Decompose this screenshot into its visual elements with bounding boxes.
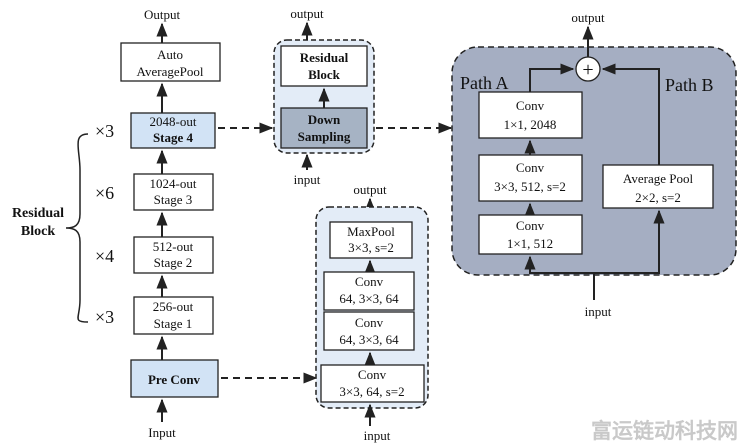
- path-a-label: Path A: [460, 73, 509, 93]
- conv-c-line2: 3×3, 64, s=2: [339, 384, 404, 399]
- residual-block-line2: Block: [308, 67, 341, 82]
- stage4-line1: 2048-out: [150, 114, 197, 129]
- preconv-panel-output: output: [353, 182, 387, 197]
- auto-avgpool-box: Auto AveragePool: [120, 42, 221, 82]
- conv-box-b: Conv 64, 3×3, 64: [323, 311, 415, 351]
- residual-block-box: Residual Block: [280, 45, 368, 87]
- stage1-box: 256-out Stage 1: [133, 296, 214, 335]
- preconv-panel-input: input: [364, 428, 391, 443]
- conv-box-c: Conv 3×3, 64, s=2: [320, 364, 425, 403]
- watermark-text: 富运链动科技网: [591, 419, 738, 443]
- stage4-box: 2048-out Stage 4: [130, 112, 216, 149]
- residual-block-panel: output Residual Block Down Sampling inpu…: [273, 6, 375, 187]
- stage4-line2: Stage 4: [153, 130, 194, 145]
- down-sampling-box: Down Sampling: [280, 107, 368, 149]
- conv-c-line1: Conv: [358, 367, 387, 382]
- multiplier-stage2: ×4: [95, 246, 114, 266]
- maxpool-box: MaxPool 3×3, s=2: [329, 221, 413, 259]
- preconv-box: Pre Conv: [130, 359, 219, 398]
- side-label-line2: Block: [21, 224, 55, 239]
- avg-pool-line2: 2×2, s=2: [635, 190, 681, 205]
- multiplier-stage1: ×3: [95, 307, 114, 327]
- avgpool-line2: AveragePool: [137, 64, 204, 79]
- side-label-line1: Residual: [12, 206, 64, 221]
- stage3-line1: 1024-out: [150, 176, 197, 191]
- avg-pool-line1: Average Pool: [623, 171, 694, 186]
- stage3-line2: Stage 3: [154, 192, 193, 207]
- conv-bot-line1: Conv: [516, 218, 545, 233]
- residual-brace: [65, 133, 89, 323]
- main-output-label: Output: [144, 7, 181, 22]
- stage2-line2: Stage 2: [154, 255, 193, 270]
- stage1-line2: Stage 1: [154, 316, 193, 331]
- maxpool-line1: MaxPool: [347, 224, 395, 239]
- arrow: [529, 63, 575, 92]
- conv-b-line2: 64, 3×3, 64: [339, 332, 399, 347]
- conv-mid-line2: 3×3, 512, s=2: [494, 179, 566, 194]
- multiplier-stage3: ×6: [95, 183, 114, 203]
- preconv-panel: output MaxPool 3×3, s=2 Conv 64, 3×3, 64…: [315, 182, 429, 443]
- arrow: [524, 255, 594, 274]
- plus-node: +: [575, 56, 601, 82]
- stage2-line1: 512-out: [153, 239, 194, 254]
- conv-1x1-512-box: Conv 1×1, 512: [478, 214, 583, 255]
- conv-top-line2: 1×1, 2048: [504, 117, 557, 132]
- ds-panel-input: input: [585, 304, 612, 319]
- conv-a-line1: Conv: [355, 274, 384, 289]
- avgpool-line1: Auto: [157, 47, 183, 62]
- ds-panel-output: output: [571, 10, 605, 25]
- residual-panel-output: output: [290, 6, 324, 21]
- conv-1x1-2048-box: Conv 1×1, 2048: [478, 91, 583, 139]
- down-sampling-panel: output + Path A Path B Conv 1×1, 2048 Co…: [451, 10, 737, 319]
- residual-panel-input: input: [294, 172, 321, 187]
- stage1-line1: 256-out: [153, 299, 194, 314]
- multiplier-stage4: ×3: [95, 121, 114, 141]
- stage3-box: 1024-out Stage 3: [133, 173, 214, 211]
- conv-top-line1: Conv: [516, 98, 545, 113]
- preconv-label: Pre Conv: [148, 372, 201, 387]
- conv-a-line2: 64, 3×3, 64: [339, 291, 399, 306]
- plus-symbol: +: [582, 59, 593, 81]
- main-input-label: Input: [148, 425, 176, 440]
- conv-3x3-512-box: Conv 3×3, 512, s=2: [478, 154, 583, 202]
- down-sampling-line1: Down: [308, 112, 341, 127]
- conv-box-a: Conv 64, 3×3, 64: [323, 271, 415, 311]
- stage2-box: 512-out Stage 2: [133, 236, 214, 274]
- path-b-label: Path B: [665, 75, 714, 95]
- conv-mid-line1: Conv: [516, 160, 545, 175]
- main-column: Output Auto AveragePool 2048-out Stage 4…: [12, 7, 221, 440]
- maxpool-line2: 3×3, s=2: [348, 240, 394, 255]
- arrow: [601, 63, 660, 165]
- residual-block-line1: Residual: [300, 50, 349, 65]
- conv-b-line1: Conv: [355, 315, 384, 330]
- average-pool-box: Average Pool 2×2, s=2: [602, 164, 714, 209]
- conv-bot-line2: 1×1, 512: [507, 236, 553, 251]
- down-sampling-line2: Sampling: [298, 129, 351, 144]
- arrow: [594, 209, 665, 274]
